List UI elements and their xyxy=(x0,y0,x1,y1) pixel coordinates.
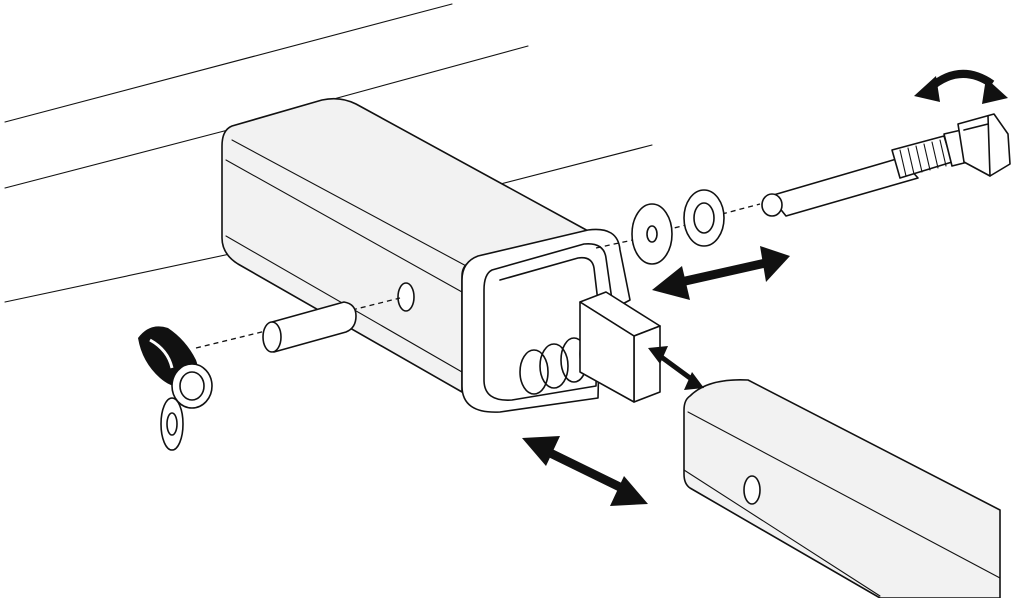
double-arrow-icon xyxy=(652,246,790,300)
insert-tube xyxy=(683,379,1001,598)
bolt-thread xyxy=(891,135,953,179)
pin-icon xyxy=(262,301,357,353)
lock-washer-icon xyxy=(683,189,725,247)
washer-icon xyxy=(631,203,673,265)
hex-bolt-icon xyxy=(761,113,1011,217)
double-arrow-icon-small xyxy=(648,346,704,390)
insert-tube-hole xyxy=(743,475,761,505)
rotate-arrow-icon xyxy=(914,69,1008,104)
tube-hole xyxy=(397,282,415,312)
double-arrow-icon-lower xyxy=(522,436,648,506)
slider-block xyxy=(579,291,661,403)
background-frame-lines xyxy=(4,3,653,303)
lock-cap-icon xyxy=(138,326,213,451)
